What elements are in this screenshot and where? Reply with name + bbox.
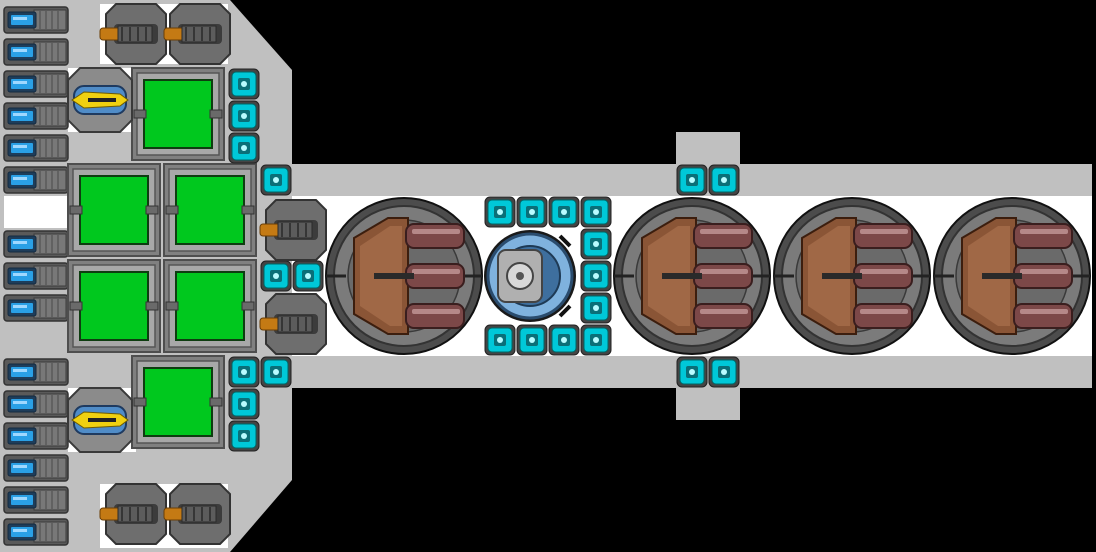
thruster-icon[interactable]: [3, 166, 69, 194]
ship-parts: [3, 3, 1091, 546]
capacitor-icon[interactable]: [260, 164, 292, 196]
capacitor-icon[interactable]: [676, 356, 708, 388]
capacitor-icon[interactable]: [484, 324, 516, 356]
capacitor-icon[interactable]: [516, 196, 548, 228]
thruster-icon[interactable]: [3, 102, 69, 130]
thruster-icon[interactable]: [3, 518, 69, 546]
capacitor-icon[interactable]: [548, 196, 580, 228]
reactor-icon[interactable]: [131, 355, 225, 449]
gun-icon[interactable]: [163, 3, 231, 65]
thruster-icon[interactable]: [3, 454, 69, 482]
capacitor-icon[interactable]: [580, 228, 612, 260]
gun-icon[interactable]: [99, 483, 167, 545]
capacitor-icon[interactable]: [580, 260, 612, 292]
interior-gap: [4, 196, 68, 228]
gun-icon[interactable]: [259, 293, 327, 355]
reactor-icon[interactable]: [163, 259, 257, 353]
thruster-icon[interactable]: [3, 230, 69, 258]
turret-icon[interactable]: [613, 197, 771, 355]
thruster-icon[interactable]: [3, 134, 69, 162]
missile-icon[interactable]: [67, 67, 133, 133]
reactor-icon[interactable]: [67, 163, 161, 257]
gun-icon[interactable]: [163, 483, 231, 545]
thruster-icon[interactable]: [3, 70, 69, 98]
missile-icon[interactable]: [67, 387, 133, 453]
capacitor-icon[interactable]: [228, 388, 260, 420]
gun-icon[interactable]: [259, 199, 327, 261]
reactor-icon[interactable]: [67, 259, 161, 353]
capacitor-icon[interactable]: [580, 196, 612, 228]
capacitor-icon[interactable]: [228, 356, 260, 388]
thruster-icon[interactable]: [3, 358, 69, 386]
reactor-icon[interactable]: [163, 163, 257, 257]
capacitor-icon[interactable]: [676, 164, 708, 196]
thruster-icon[interactable]: [3, 38, 69, 66]
capacitor-icon[interactable]: [708, 164, 740, 196]
capacitor-icon[interactable]: [260, 260, 292, 292]
turret-icon[interactable]: [773, 197, 931, 355]
capacitor-icon[interactable]: [580, 292, 612, 324]
capacitor-icon[interactable]: [484, 196, 516, 228]
capacitor-icon[interactable]: [228, 100, 260, 132]
turret-icon[interactable]: [933, 197, 1091, 355]
thruster-icon[interactable]: [3, 294, 69, 322]
thruster-icon[interactable]: [3, 262, 69, 290]
thruster-icon[interactable]: [3, 390, 69, 418]
turret-icon[interactable]: [325, 197, 483, 355]
capacitor-icon[interactable]: [708, 356, 740, 388]
capacitor-icon[interactable]: [516, 324, 548, 356]
capacitor-icon[interactable]: [228, 68, 260, 100]
capacitor-icon[interactable]: [228, 420, 260, 452]
capacitor-icon[interactable]: [292, 260, 324, 292]
shield-icon[interactable]: [484, 230, 576, 322]
reactor-icon[interactable]: [131, 67, 225, 161]
capacitor-icon[interactable]: [260, 356, 292, 388]
thruster-icon[interactable]: [3, 486, 69, 514]
thruster-icon[interactable]: [3, 422, 69, 450]
gun-icon[interactable]: [99, 3, 167, 65]
capacitor-icon[interactable]: [580, 324, 612, 356]
thruster-icon[interactable]: [3, 6, 69, 34]
capacitor-icon[interactable]: [548, 324, 580, 356]
capacitor-icon[interactable]: [228, 132, 260, 164]
